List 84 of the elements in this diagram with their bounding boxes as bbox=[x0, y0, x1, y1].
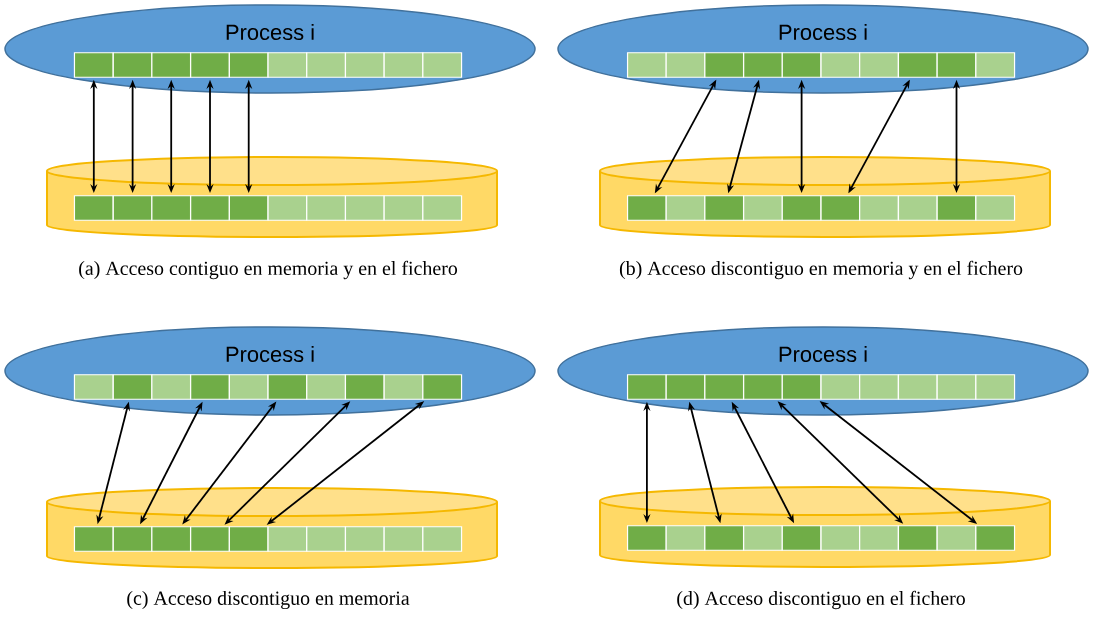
memory-block bbox=[704, 374, 745, 400]
memory-block bbox=[820, 374, 861, 400]
memory-block bbox=[820, 52, 861, 78]
memory-block bbox=[267, 374, 308, 400]
memory-block bbox=[151, 526, 192, 552]
memory-block bbox=[897, 195, 938, 221]
memory-block bbox=[383, 52, 424, 78]
memory-block bbox=[151, 52, 192, 78]
memory-block bbox=[704, 525, 745, 551]
caption: (c) Acceso discontiguo en memoria bbox=[127, 590, 410, 610]
memory-block bbox=[781, 525, 822, 551]
memory-block bbox=[626, 195, 667, 221]
memory-block bbox=[190, 374, 230, 400]
memory-block bbox=[267, 52, 308, 78]
memory-block bbox=[743, 195, 783, 221]
memory-block bbox=[859, 374, 899, 400]
memory-block bbox=[190, 526, 230, 552]
memory-block bbox=[190, 52, 230, 78]
memory-block bbox=[936, 525, 977, 551]
memory-block bbox=[743, 374, 783, 400]
memory-block bbox=[344, 195, 385, 221]
memory-block bbox=[859, 195, 899, 221]
memory-block bbox=[897, 374, 938, 400]
memory-block bbox=[704, 52, 745, 78]
memory-block bbox=[151, 374, 192, 400]
memory-block bbox=[73, 195, 114, 221]
memory-block bbox=[344, 374, 385, 400]
memory-block bbox=[306, 374, 347, 400]
caption: (a) Acceso contiguo en memoria y en el fichero bbox=[79, 260, 458, 280]
memory-block bbox=[743, 525, 783, 551]
memory-block bbox=[267, 195, 308, 221]
memory-block bbox=[190, 195, 230, 221]
memory-block bbox=[936, 374, 977, 400]
memory-block bbox=[228, 526, 269, 552]
memory-block bbox=[859, 52, 899, 78]
memory-block bbox=[267, 526, 308, 552]
memory-block bbox=[665, 195, 706, 221]
memory-block bbox=[975, 195, 1016, 221]
memory-block bbox=[975, 52, 1016, 78]
memory-block bbox=[383, 374, 424, 400]
memory-block bbox=[626, 525, 667, 551]
memory-block bbox=[820, 195, 861, 221]
memory-block bbox=[112, 52, 153, 78]
memory-block bbox=[704, 195, 745, 221]
memory-block bbox=[383, 195, 424, 221]
memory-block bbox=[626, 374, 667, 400]
memory-block bbox=[422, 52, 463, 78]
memory-block bbox=[665, 374, 706, 400]
memory-block bbox=[859, 525, 899, 551]
memory-block bbox=[112, 526, 153, 552]
memory-block bbox=[383, 526, 424, 552]
memory-block bbox=[344, 526, 385, 552]
memory-block bbox=[975, 525, 1016, 551]
memory-block bbox=[936, 52, 977, 78]
memory-block bbox=[151, 195, 192, 221]
memory-block bbox=[626, 52, 667, 78]
memory-block bbox=[73, 374, 114, 400]
memory-block bbox=[306, 526, 347, 552]
memory-block bbox=[975, 374, 1016, 400]
memory-block bbox=[820, 525, 861, 551]
caption: (b) Acceso discontiguo en memoria y en el fichero bbox=[619, 260, 1023, 280]
memory-block bbox=[781, 52, 822, 78]
memory-block bbox=[306, 52, 347, 78]
memory-block bbox=[228, 195, 269, 221]
memory-block bbox=[73, 52, 114, 78]
memory-block bbox=[936, 195, 977, 221]
memory-block bbox=[112, 374, 153, 400]
memory-block bbox=[897, 52, 938, 78]
memory-block bbox=[897, 525, 938, 551]
memory-block bbox=[665, 52, 706, 78]
memory-block bbox=[781, 374, 822, 400]
memory-block bbox=[228, 374, 269, 400]
memory-block bbox=[112, 195, 153, 221]
memory-block bbox=[665, 525, 706, 551]
memory-block bbox=[228, 52, 269, 78]
memory-block bbox=[422, 195, 463, 221]
memory-block bbox=[344, 52, 385, 78]
memory-block bbox=[781, 195, 822, 221]
memory-block bbox=[743, 52, 783, 78]
memory-block bbox=[422, 374, 463, 400]
caption: (d) Acceso discontiguo en el fichero bbox=[677, 590, 965, 610]
memory-block bbox=[306, 195, 347, 221]
memory-block bbox=[73, 526, 114, 552]
memory-block bbox=[422, 526, 463, 552]
